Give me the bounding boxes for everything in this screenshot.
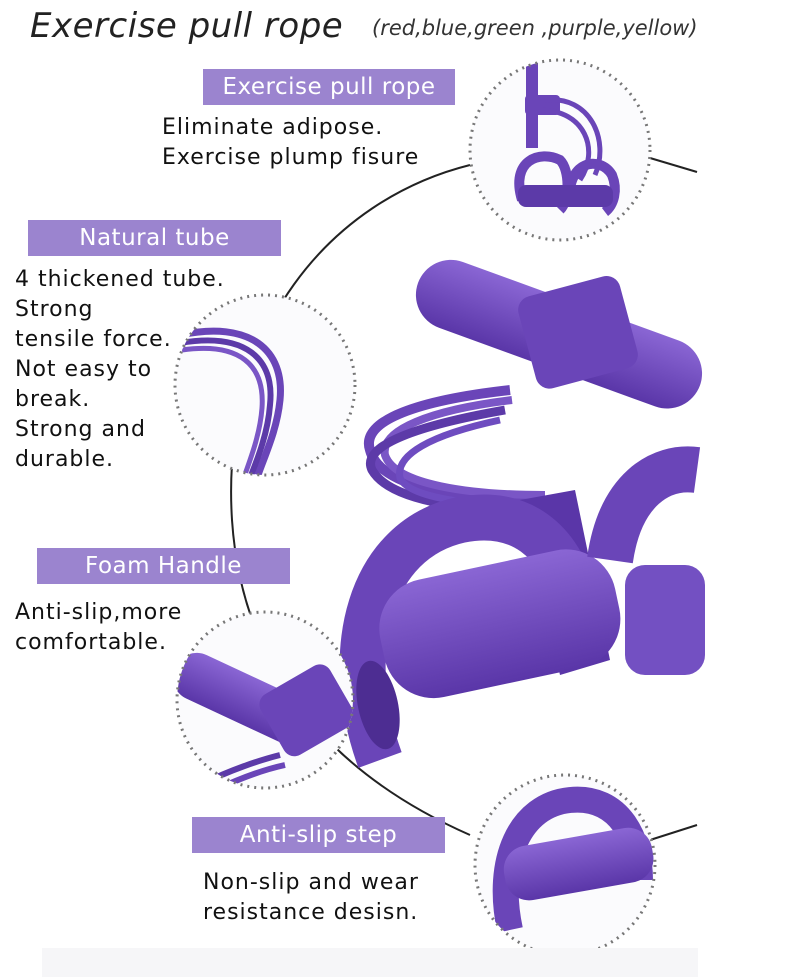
desc-line: break. — [15, 387, 91, 412]
desc-line: Exercise plump fisure — [162, 145, 420, 170]
desc-line: Eliminate adipose. — [162, 115, 384, 140]
desc-line: tensile force. — [15, 327, 172, 352]
desc-line: resistance desisn. — [203, 900, 419, 925]
feature-desc-natural-tube: 4 thickened tube. Strong tensile force. … — [15, 265, 225, 475]
feature-desc-pull-rope: Eliminate adipose. Exercise plump fisure — [162, 113, 419, 173]
desc-line: Non-slip and wear — [203, 870, 419, 895]
desc-line: Strong — [15, 297, 94, 322]
bottom-divider — [42, 948, 698, 977]
feature-label-pull-rope: Exercise pull rope — [203, 69, 455, 105]
feature-desc-foam-handle: Anti-slip,more comfortable. — [15, 598, 182, 658]
desc-line: 4 thickened tube. — [15, 267, 225, 292]
color-options-note: (red,blue,green ,purple,yellow) — [372, 16, 698, 40]
product-pull-rope-circle — [468, 58, 652, 242]
feature-label-natural-tube: Natural tube — [28, 220, 281, 256]
feature-desc-anti-slip-step: Non-slip and wear resistance desisn. — [203, 868, 419, 928]
desc-line: Not easy to — [15, 357, 153, 382]
foam-handle-detail-circle — [175, 610, 355, 790]
connector-line-bottom — [649, 824, 698, 841]
feature-label-foam-handle: Foam Handle — [37, 548, 290, 584]
desc-line: Strong and — [15, 417, 146, 442]
desc-line: Anti-slip,more — [15, 600, 183, 625]
desc-line: comfortable. — [15, 630, 167, 655]
page-title: Exercise pull rope — [30, 6, 344, 46]
step-detail-circle — [473, 773, 657, 957]
desc-line: durable. — [15, 447, 115, 472]
tube-detail-circle — [173, 293, 357, 477]
main-product — [339, 259, 705, 768]
connector-line-top — [649, 157, 698, 173]
feature-label-anti-slip-step: Anti-slip step — [192, 817, 445, 853]
